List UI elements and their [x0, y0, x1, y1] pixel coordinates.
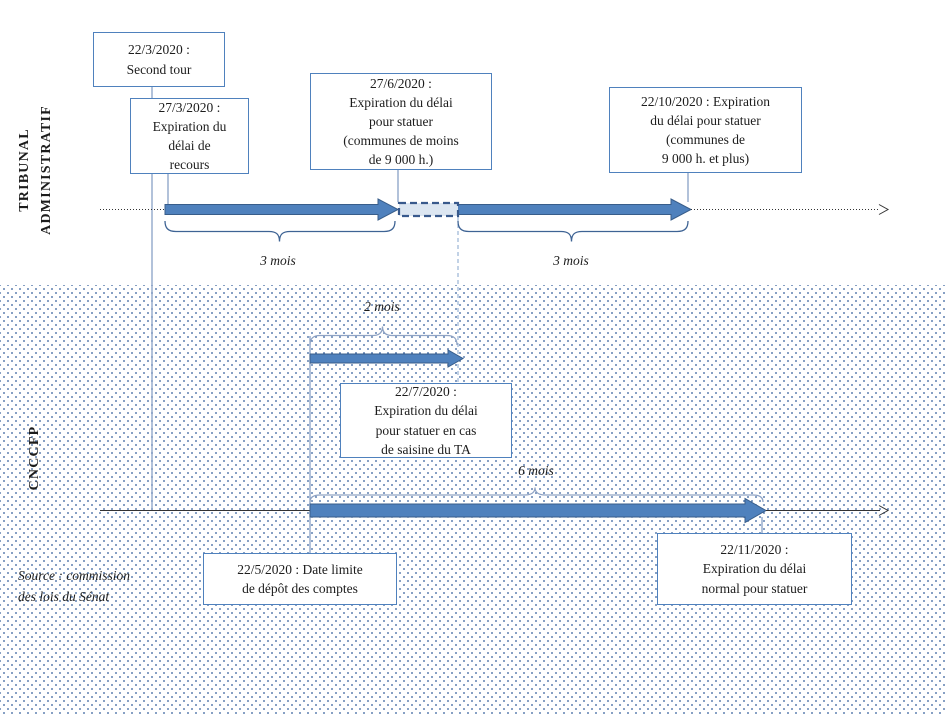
source-caption: Source : commission des lois du Sénat [18, 568, 130, 604]
brace-ta-3mois-1 [164, 220, 396, 242]
duration-label-ta-3mois-2: 3 mois [553, 253, 589, 268]
brace-cnccfp-2mois [309, 326, 458, 346]
ta-axis-arrowhead [878, 204, 890, 215]
event-box-second-tour: 22/3/2020 : Second tour [93, 32, 225, 87]
event-box-expiration-delai-recours: 27/3/2020 : Expiration du délai de recou… [130, 98, 249, 174]
ta-arrow-statuer-3mois [454, 198, 693, 221]
event-box-depot-comptes: 22/5/2020 : Date limite de dépôt des com… [203, 553, 397, 605]
dotted-background-cnccfp-band [0, 285, 945, 714]
event-box-expiration-statuer-moins-9000: 27/6/2020 : Expiration du délai pour sta… [310, 73, 492, 170]
duration-label-cnccfp-6mois: 6 mois [518, 463, 554, 478]
ta-arrow-recours-3mois [164, 198, 400, 221]
ta-dashed-extension-segment [397, 201, 460, 218]
brace-ta-3mois-2 [457, 220, 689, 242]
cnccfp-arrow-saisine-2mois [309, 349, 465, 368]
section-label-tribunal-administratif: TRIBUNAL ADMINISTRATIF [17, 105, 54, 235]
event-box-expiration-statuer-9000-plus: 22/10/2020 : Expiration du délai pour st… [609, 87, 802, 173]
event-box-expiration-delai-normal: 22/11/2020 : Expiration du délai normal … [657, 533, 852, 605]
cnccfp-arrow-6mois [309, 497, 768, 524]
duration-label-ta-3mois-1: 3 mois [260, 253, 296, 268]
event-box-expiration-saisine-ta: 22/7/2020 : Expiration du délai pour sta… [340, 383, 512, 458]
brace-cnccfp-6mois [309, 487, 764, 503]
duration-label-cnccfp-2mois: 2 mois [364, 299, 400, 314]
section-label-cnccfp: CNCCFP [27, 425, 43, 491]
cnccfp-axis-arrowhead [878, 505, 890, 516]
